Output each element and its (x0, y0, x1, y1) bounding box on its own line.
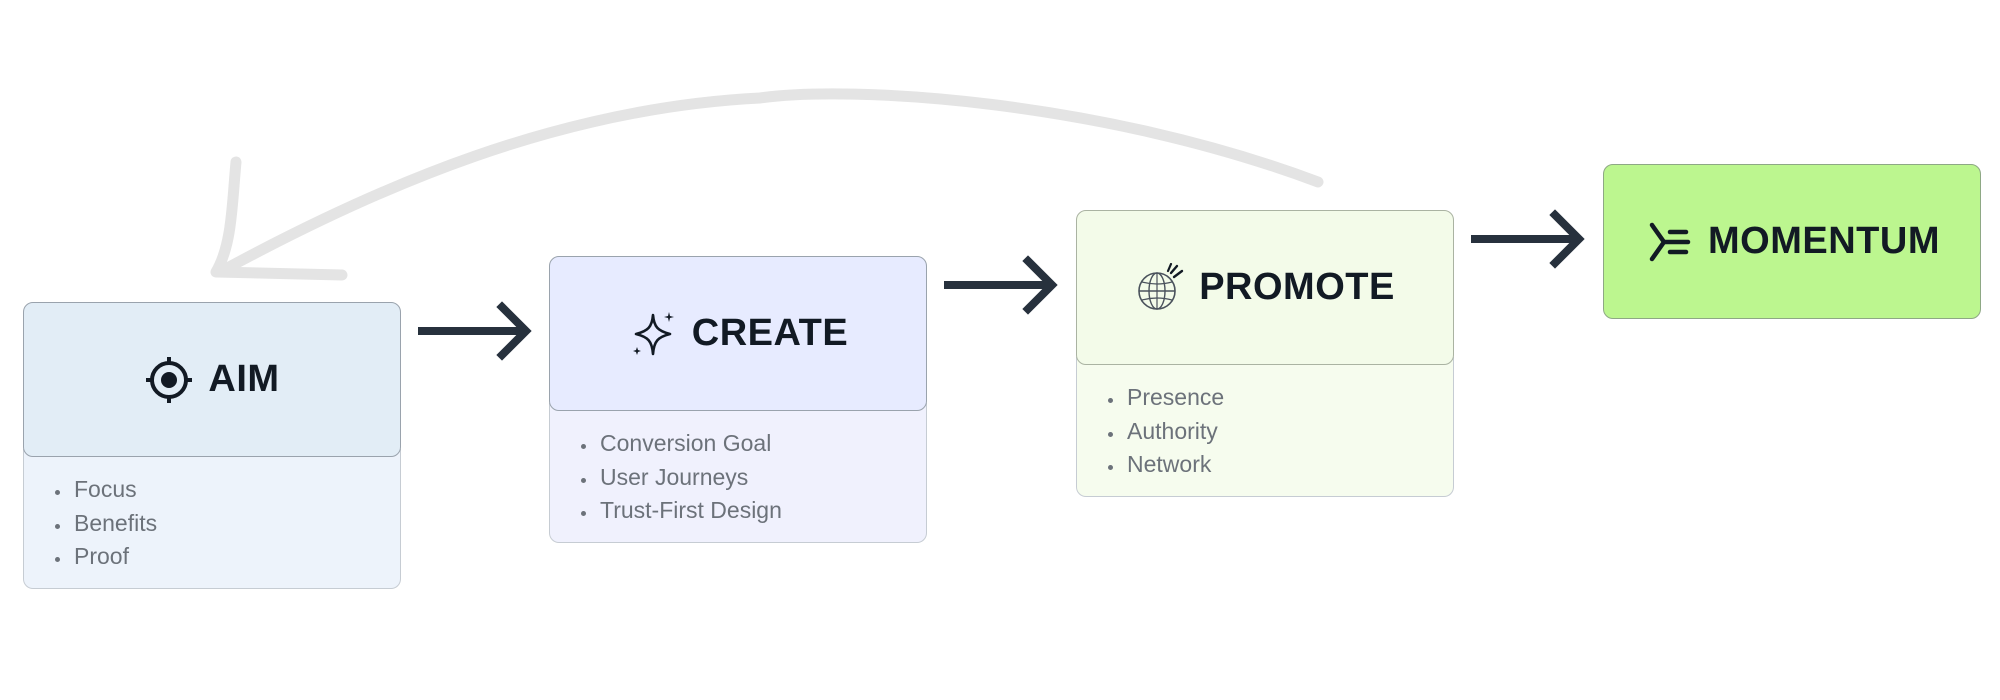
list-item: Conversion Goal (598, 427, 926, 461)
stage-title: AIM (208, 358, 280, 400)
stage-card-create: CREATE Conversion Goal User Journeys Tru… (549, 256, 927, 543)
list-item: Trust-First Design (598, 494, 926, 528)
stage-header-aim: AIM (23, 302, 401, 457)
merge-arrow-icon (1649, 222, 1691, 261)
target-icon (146, 356, 193, 403)
list-item: Proof (72, 540, 400, 574)
list-item: User Journeys (598, 461, 926, 495)
stage-card-momentum: MOMENTUM (1603, 164, 1981, 319)
stage-header-create: CREATE (549, 256, 927, 411)
stage-card-aim: AIM Focus Benefits Proof (23, 302, 401, 589)
stage-header-promote: PROMOTE (1076, 210, 1454, 365)
stage-title: CREATE (691, 312, 849, 354)
stage-title: MOMENTUM (1708, 220, 1940, 262)
arrow-promote-to-momentum (1471, 209, 1585, 269)
stage-items-create: Conversion Goal User Journeys Trust-Firs… (549, 403, 927, 543)
globe-signal-icon (1138, 262, 1184, 310)
list-item: Authority (1125, 415, 1453, 449)
arrow-aim-to-create (418, 301, 532, 361)
stage-title: PROMOTE (1199, 266, 1395, 308)
stage-header-momentum: MOMENTUM (1603, 164, 1981, 319)
stage-card-promote: PROMOTE Presence Authority Network (1076, 210, 1454, 497)
sparkle-icon (632, 311, 674, 355)
list-item: Presence (1125, 381, 1453, 415)
list-item: Focus (72, 473, 400, 507)
list-item: Benefits (72, 507, 400, 541)
list-item: Network (1125, 448, 1453, 482)
stage-items-promote: Presence Authority Network (1076, 357, 1454, 497)
feedback-loop-arrowhead (210, 156, 348, 281)
stage-items-aim: Focus Benefits Proof (23, 449, 401, 589)
arrow-create-to-promote (944, 255, 1058, 315)
